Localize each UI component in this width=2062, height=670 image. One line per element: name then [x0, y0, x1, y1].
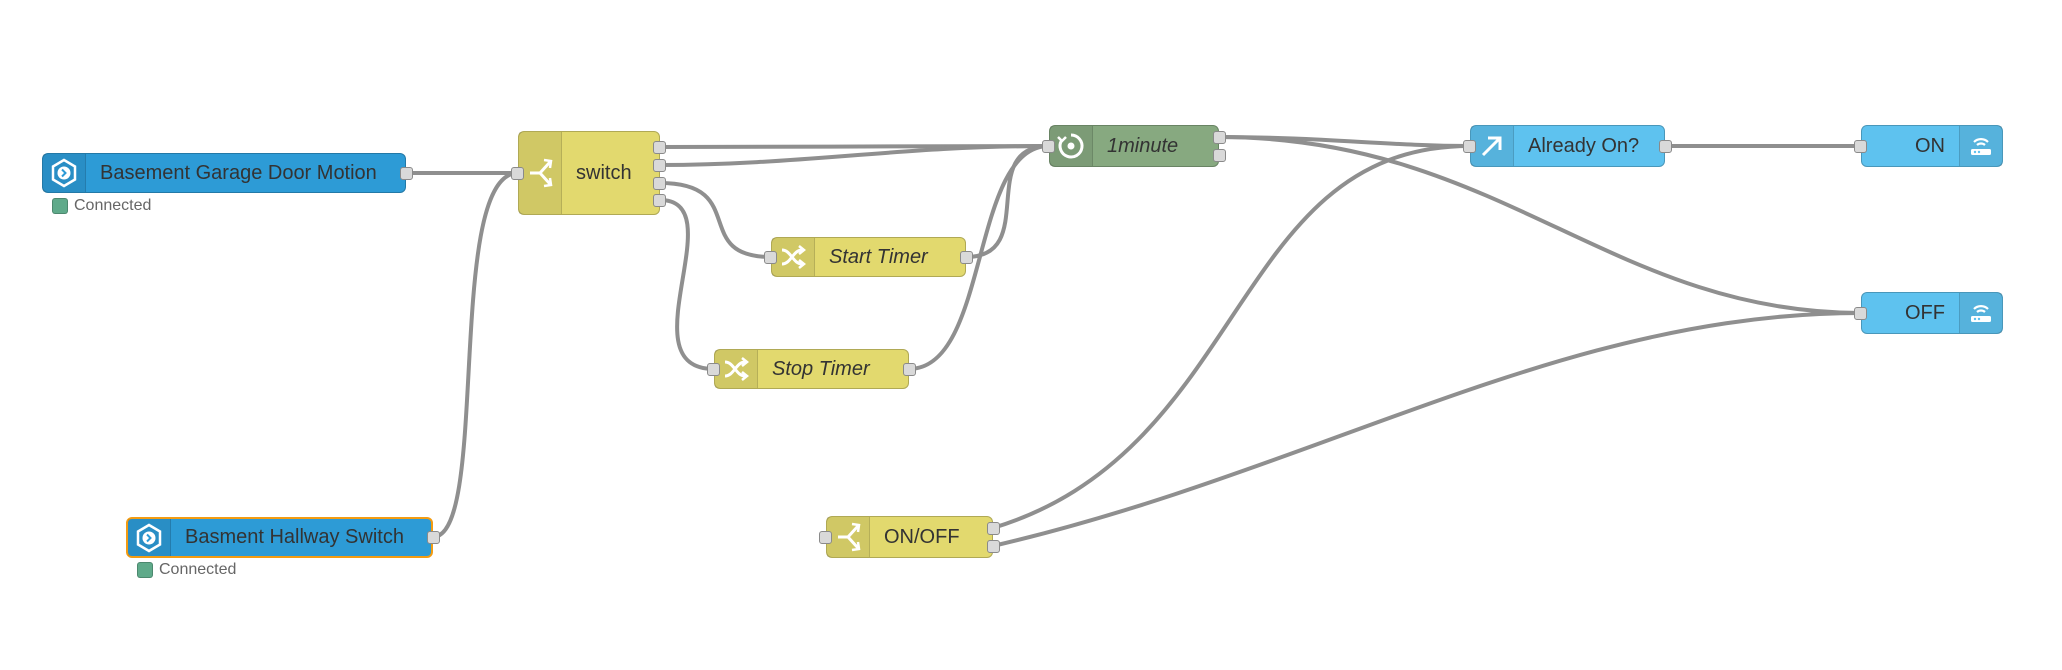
node-label: OFF — [1905, 301, 1945, 324]
port-on-input[interactable] — [1854, 140, 1867, 153]
router-icon — [1959, 126, 2002, 166]
shuffle-icon — [715, 350, 758, 388]
port-switch-output-2[interactable] — [653, 159, 666, 172]
node-label: Basement Garage Door Motion — [100, 161, 377, 184]
wire-stop-timer-to-1minute[interactable] — [908, 144, 1050, 371]
timer-icon — [1050, 126, 1093, 166]
port-already-on-output[interactable] — [1659, 140, 1672, 153]
port-stop-timer-input[interactable] — [707, 363, 720, 376]
status-connected-icon — [137, 562, 153, 578]
node-label: ON — [1915, 134, 1945, 157]
port-start-timer-input[interactable] — [764, 251, 777, 264]
status-hallway: Connected — [137, 561, 236, 579]
port-1minute-input[interactable] — [1042, 140, 1055, 153]
node-hallway-switch[interactable]: Basment Hallway Switch — [126, 517, 433, 558]
arrow-up-right-icon — [1471, 126, 1514, 166]
status-text: Connected — [159, 561, 237, 578]
node-label: Already On? — [1528, 134, 1640, 157]
wire-start-timer-to-1minute[interactable] — [965, 144, 1050, 259]
port-garage-output[interactable] — [400, 167, 413, 180]
shuffle-icon — [772, 238, 815, 276]
node-stop-timer[interactable]: Stop Timer — [714, 349, 909, 389]
node-label: 1minute — [1107, 134, 1179, 157]
wire-switch-to-1minute-b[interactable] — [659, 144, 1050, 167]
wire-switch-to-stop-timer[interactable] — [659, 198, 715, 371]
node-label: Stop Timer — [772, 357, 870, 380]
state-input-icon — [128, 519, 171, 556]
port-onoff-output-1[interactable] — [987, 522, 1000, 535]
node-label: switch — [576, 161, 632, 184]
port-off-input[interactable] — [1854, 307, 1867, 320]
port-switch-output-3[interactable] — [653, 177, 666, 190]
node-switch[interactable]: switch — [518, 131, 660, 215]
wire-onoff-to-already-on[interactable] — [992, 144, 1471, 530]
state-input-icon — [43, 154, 86, 192]
port-switch-input[interactable] — [511, 167, 524, 180]
node-1minute[interactable]: 1minute — [1049, 125, 1219, 167]
wire-switch-to-start-timer[interactable] — [659, 181, 772, 259]
port-1minute-output-1[interactable] — [1213, 131, 1226, 144]
wire-hallway-to-switch[interactable] — [432, 171, 519, 539]
node-already-on[interactable]: Already On? — [1470, 125, 1665, 167]
status-garage: Connected — [52, 197, 151, 215]
port-hallway-output[interactable] — [427, 531, 440, 544]
port-onoff-input[interactable] — [819, 531, 832, 544]
node-label: Start Timer — [829, 245, 928, 268]
port-1minute-output-2[interactable] — [1213, 149, 1226, 162]
switch-icon — [519, 132, 562, 214]
port-switch-output-1[interactable] — [653, 141, 666, 154]
node-off[interactable]: OFF — [1861, 292, 2003, 334]
node-on[interactable]: ON — [1861, 125, 2003, 167]
status-text: Connected — [74, 197, 152, 214]
switch-icon — [827, 517, 870, 557]
wire-onoff-to-off[interactable] — [992, 311, 1862, 548]
node-label: Basment Hallway Switch — [185, 526, 404, 548]
port-switch-output-4[interactable] — [653, 194, 666, 207]
port-start-timer-output[interactable] — [960, 251, 973, 264]
node-start-timer[interactable]: Start Timer — [771, 237, 966, 277]
wire-1minute-to-off[interactable] — [1218, 135, 1862, 315]
status-connected-icon — [52, 198, 68, 214]
node-label: ON/OFF — [884, 525, 960, 548]
port-already-on-input[interactable] — [1463, 140, 1476, 153]
port-onoff-output-2[interactable] — [987, 540, 1000, 553]
router-icon — [1959, 293, 2002, 333]
node-onoff[interactable]: ON/OFF — [826, 516, 993, 558]
node-garage-door-motion[interactable]: Basement Garage Door Motion — [42, 153, 406, 193]
port-stop-timer-output[interactable] — [903, 363, 916, 376]
